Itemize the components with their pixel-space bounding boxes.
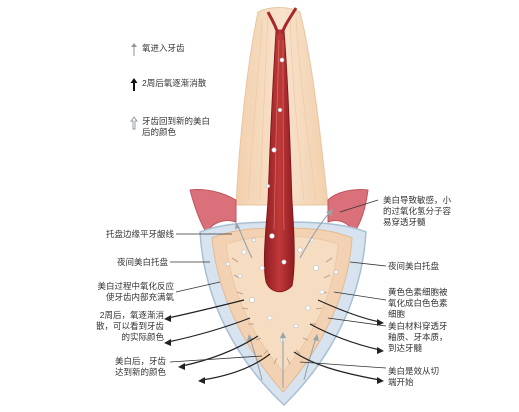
label-sensitivity: 美白导致敏感，小 的过氧化氢分子容 易穿透牙髓 <box>383 195 452 227</box>
left-gum <box>189 189 237 233</box>
oxygen-dissipation-arrows <box>167 299 381 381</box>
dentin-tubules <box>231 257 333 365</box>
label-pigment: 黄色色素细胞被 氧化成白色色素 细胞 <box>388 287 448 319</box>
legend-item-oxygen-enters: 氧进入牙齿 <box>130 43 185 57</box>
label-oxidation: 美白过程中氧化反应 使牙齿内部充满氧 <box>97 281 174 302</box>
outlined-gray-up-arrow-icon <box>130 116 138 130</box>
right-gum <box>327 189 369 233</box>
legend-item-new-color: 牙齿回到新的美白 后的颜色 <box>130 116 210 138</box>
label-after-whitening: 美白后，牙齿 达到新的颜色 <box>114 356 166 377</box>
legend-label-new-color: 牙齿回到新的美白 后的颜色 <box>142 116 211 137</box>
oxygen-entry-arrows <box>237 211 331 389</box>
leader-lines <box>169 199 387 369</box>
oxygen-entry-arrowheads <box>235 209 333 341</box>
legend-item-oxygen-dissipates: 2周后氧逐渐消散 <box>130 78 206 92</box>
legend-label-oxygen-dissipates: 2周后氧逐渐消散 <box>142 78 207 88</box>
oxygen-dissipation-arrowheads <box>164 315 384 384</box>
label-penetration: 美白材料穿透牙 釉质、牙本质， 到达牙髓 <box>388 321 448 353</box>
label-two-weeks: 2周后，氧逐渐消 散，可以看到牙齿 的实际颜色 <box>95 310 164 342</box>
bold-black-up-arrow-icon <box>130 78 138 91</box>
thin-gray-up-arrow-icon <box>131 43 137 56</box>
label-night-tray-right: 夜间美白托盘 <box>388 261 440 271</box>
label-tray-edge: 托盘边缘平牙龈线 <box>105 229 174 239</box>
label-night-tray-left: 夜间美白托盘 <box>116 257 168 267</box>
legend-label-oxygen-enters: 氧进入牙齿 <box>142 43 185 53</box>
oxygen-bubbles <box>225 57 339 343</box>
root-texture <box>247 14 317 201</box>
label-starts-tip: 美白是效从切 端开始 <box>388 366 440 387</box>
nerve-vessel <box>266 7 298 35</box>
tooth-pulp <box>263 29 295 293</box>
